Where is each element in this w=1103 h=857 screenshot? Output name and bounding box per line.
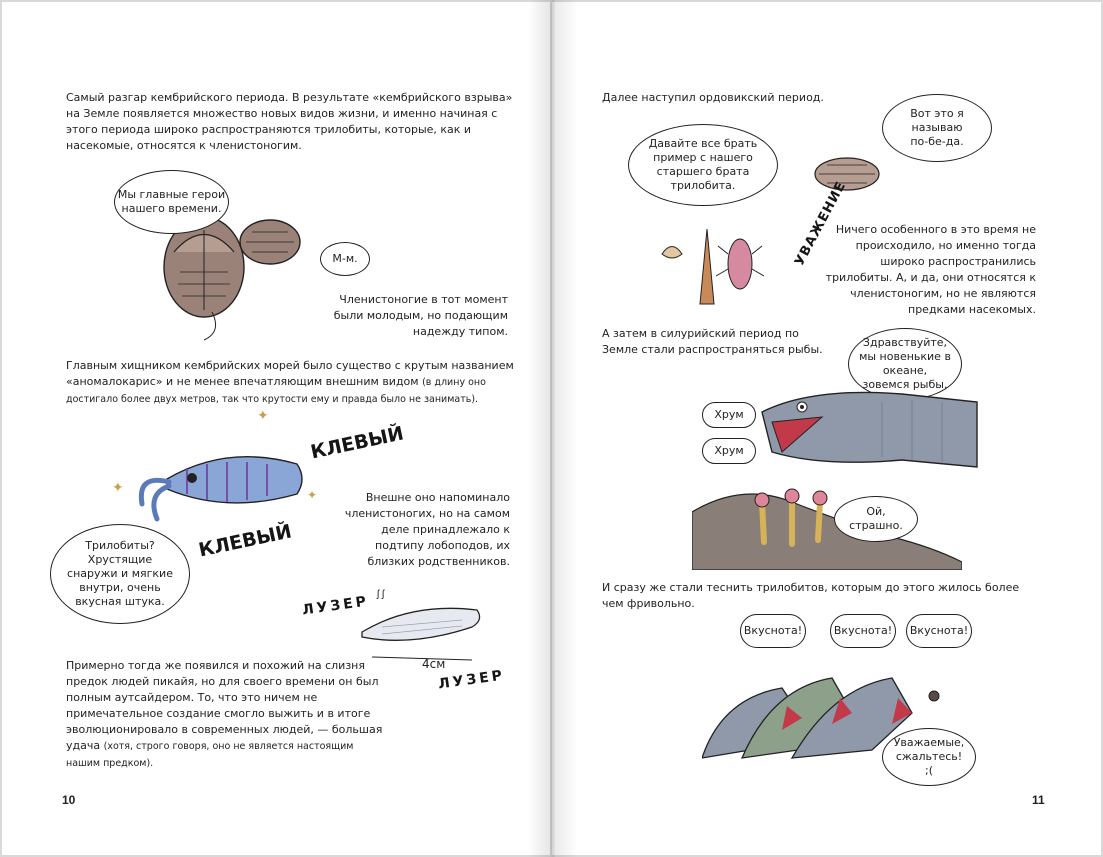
bubble-text: Вот это я называю по-бе-да. (910, 107, 964, 148)
bubble-text: Хрум (714, 444, 744, 457)
speech-bubble-scared: Ой, страшно. (834, 496, 918, 542)
paragraph-anomalocaris: Главным хищником кембрийских морей было … (66, 358, 516, 408)
bubble-text: М-м. (332, 252, 358, 265)
caption-ordovician: Ничего особенного в это время не происхо… (825, 223, 1036, 316)
bubble-text: Хрум (714, 408, 744, 421)
paragraph-note: (хотя, строго говоря, оно не является на… (66, 741, 354, 769)
bubble-text: Давайте все брать пример с нашего старше… (648, 137, 758, 192)
bubble-text: Вкуснота! (909, 624, 969, 637)
caption-arthropods: Членистоногие в тот момент были молодым,… (333, 293, 508, 338)
anomalocaris-illustration: ✦ ✦ (112, 456, 317, 522)
speech-bubble-trilobite: Мы главные герои нашего времени. (114, 170, 229, 234)
bubble-text: Мы главные герои нашего времени. (117, 188, 226, 215)
svg-text:✦: ✦ (112, 479, 124, 495)
sparkle-icon: ✦ (257, 407, 269, 423)
speech-bubble-mercy: Уважаемые, сжальтесь! ;( (882, 728, 976, 786)
paragraph-note: (в длину оно достигало более двух метров… (66, 377, 486, 405)
svg-text:ʃ ʃ: ʃ ʃ (376, 589, 385, 600)
speech-bubble-fish: Здравствуйте, мы новенькие в океане, зов… (848, 328, 962, 400)
bubble-text: Ой, страшно. (849, 505, 903, 532)
bubble-text: Вкуснота! (743, 624, 803, 637)
speech-bubble-mm: М-м. (320, 242, 370, 276)
bubble-text: Здравствуйте, мы новенькие в океане, зов… (859, 336, 951, 391)
speech-bubble-brother: Давайте все брать пример с нашего старше… (628, 124, 778, 206)
stamp-cool-1: КЛЕВЫЙ (308, 422, 406, 464)
speech-bubble-anomalocaris: Трилобиты? Хрустящие снаружи и мягкие вн… (50, 524, 190, 624)
seafloor-illustration (692, 488, 962, 570)
crunch-bubble-1: Хрум (702, 402, 756, 428)
trilobite-illustration (163, 216, 301, 341)
bubble-text: Вкуснота! (833, 624, 893, 637)
paragraph-text: Главным хищником кембрийских морей было … (66, 359, 514, 388)
paragraph-cambrian: Самый разгар кембрийского периода. В рез… (66, 91, 513, 152)
ordovician-creatures-illustration (661, 228, 765, 305)
paragraph-fish-spread: И сразу же стали теснить трилобитов, кот… (602, 581, 1020, 610)
paragraph-ordovician: Далее наступил ордовикский период. (602, 91, 824, 104)
paragraph-text: Примерно тогда же появился и похожий на … (66, 659, 383, 752)
paragraph-silurian: А затем в силурийский период по Земле ст… (602, 327, 823, 356)
left-page: Самый разгар кембрийского периода. В рез… (2, 2, 550, 855)
page-number: 11 (1032, 793, 1045, 807)
speech-bubble-tasty-1: Вкуснота! (740, 614, 806, 648)
paragraph-pikaia: Примерно тогда же появился и похожий на … (66, 658, 386, 772)
three-fish-illustration (702, 677, 940, 759)
trilobite-small-illustration (814, 157, 880, 191)
stamp-cool-2: КЛЕВЫЙ (196, 520, 294, 562)
page-number: 10 (62, 793, 76, 807)
bubble-text: Трилобиты? Хрустящие снаружи и мягкие вн… (67, 539, 173, 608)
speech-bubble-tasty-3: Вкуснота! (906, 614, 972, 648)
bubble-text: Уважаемые, сжальтесь! ;( (893, 736, 965, 777)
speech-bubble-tasty-2: Вкуснота! (830, 614, 896, 648)
right-page: Далее наступил ордовикский период. Давай… (552, 2, 1101, 855)
caption-lobopods: Внешне оно напоминало членистоногих, но … (344, 491, 510, 568)
svg-text:✦: ✦ (307, 488, 317, 502)
crunch-bubble-2: Хрум (702, 438, 756, 464)
fish-eating-illustration (761, 391, 978, 468)
speech-bubble-victory: Вот это я называю по-бе-да. (882, 94, 992, 162)
scale-label: 4см (422, 657, 446, 671)
pikaia-illustration: ʃ ʃ (361, 589, 481, 661)
